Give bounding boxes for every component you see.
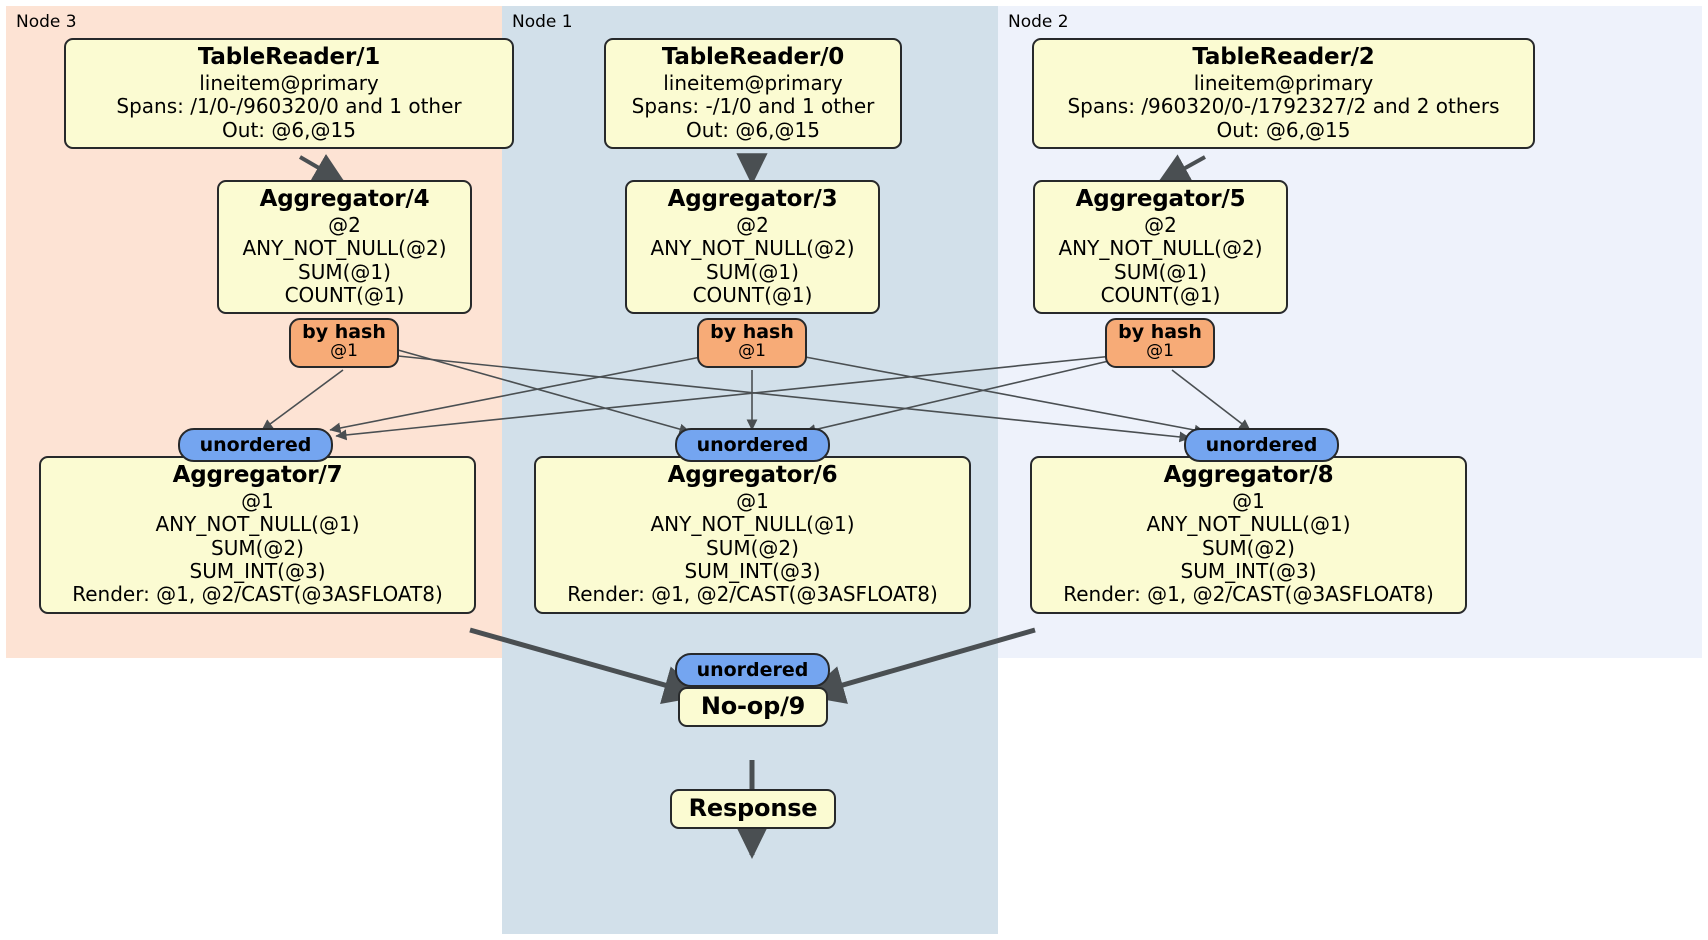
table-reader-0-title: TableReader/0 <box>661 44 845 70</box>
no-op-9-box[interactable]: No-op/9 <box>678 687 828 728</box>
aggregator-7-agg-2: SUM_INT(@3) <box>189 559 326 584</box>
hash-router-badge-node3[interactable]: by hash @1 <box>289 318 399 368</box>
unordered-badge-node3[interactable]: unordered <box>178 428 333 462</box>
aggregator-7-render: Render: @1, @2/CAST(@3ASFLOAT8) <box>72 582 443 607</box>
aggregator-6-box[interactable]: Aggregator/6 @1 ANY_NOT_NULL(@1) SUM(@2)… <box>534 456 971 614</box>
response-box[interactable]: Response <box>670 789 836 830</box>
aggregator-3-group: @2 <box>736 212 769 237</box>
aggregator-5-agg-0: ANY_NOT_NULL(@2) <box>1058 236 1263 261</box>
table-reader-0-out: Out: @6,@15 <box>686 117 820 142</box>
unordered-badge-node1[interactable]: unordered <box>675 428 830 462</box>
aggregator-7-agg-0: ANY_NOT_NULL(@1) <box>155 512 360 537</box>
aggregator-6-agg-0: ANY_NOT_NULL(@1) <box>650 512 855 537</box>
table-reader-0-table: lineitem@primary <box>663 70 843 95</box>
unordered-badge-final[interactable]: unordered <box>675 653 830 687</box>
table-reader-1-table: lineitem@primary <box>199 70 379 95</box>
aggregator-3-box[interactable]: Aggregator/3 @2 ANY_NOT_NULL(@2) SUM(@1)… <box>625 180 880 315</box>
table-reader-1-out: Out: @6,@15 <box>222 117 356 142</box>
aggregator-4-agg-1: SUM(@1) <box>298 259 391 284</box>
no-op-9-title: No-op/9 <box>700 692 806 720</box>
table-reader-0-spans: Spans: -/1/0 and 1 other <box>631 94 875 119</box>
aggregator-3-agg-2: COUNT(@1) <box>692 283 813 308</box>
table-reader-0-box[interactable]: TableReader/0 lineitem@primary Spans: -/… <box>604 38 902 150</box>
aggregator-6-agg-2: SUM_INT(@3) <box>684 559 821 584</box>
hash-router-column-node3: @1 <box>330 340 358 361</box>
response-title: Response <box>688 794 818 822</box>
aggregator-3-agg-0: ANY_NOT_NULL(@2) <box>650 236 855 261</box>
node-panel-2-label: Node 2 <box>1008 12 1069 32</box>
hash-router-badge-node1[interactable]: by hash @1 <box>697 318 807 368</box>
table-reader-2-box[interactable]: TableReader/2 lineitem@primary Spans: /9… <box>1032 38 1535 150</box>
node-panel-3-label: Node 3 <box>16 12 77 32</box>
aggregator-8-agg-2: SUM_INT(@3) <box>1180 559 1317 584</box>
unordered-badge-node2[interactable]: unordered <box>1184 428 1339 462</box>
aggregator-8-render: Render: @1, @2/CAST(@3ASFLOAT8) <box>1063 582 1434 607</box>
aggregator-6-group: @1 <box>736 488 769 513</box>
table-reader-2-out: Out: @6,@15 <box>1216 117 1351 142</box>
table-reader-1-spans: Spans: /1/0-/960320/0 and 1 other <box>116 94 462 119</box>
aggregator-3-agg-1: SUM(@1) <box>706 259 799 284</box>
hash-router-kind-node2: by hash <box>1118 321 1202 343</box>
aggregator-8-agg-0: ANY_NOT_NULL(@1) <box>1146 512 1351 537</box>
node-panel-1-label: Node 1 <box>512 12 573 32</box>
hash-router-badge-node2[interactable]: by hash @1 <box>1105 318 1215 368</box>
aggregator-6-agg-1: SUM(@2) <box>706 535 799 560</box>
aggregator-4-title: Aggregator/4 <box>259 186 430 212</box>
aggregator-7-group: @1 <box>241 488 274 513</box>
hash-router-column-node2: @1 <box>1146 340 1174 361</box>
aggregator-6-render: Render: @1, @2/CAST(@3ASFLOAT8) <box>567 582 938 607</box>
aggregator-3-title: Aggregator/3 <box>667 186 838 212</box>
aggregator-8-title: Aggregator/8 <box>1163 462 1334 488</box>
table-reader-2-title: TableReader/2 <box>1192 44 1375 70</box>
aggregator-5-box[interactable]: Aggregator/5 @2 ANY_NOT_NULL(@2) SUM(@1)… <box>1033 180 1288 315</box>
aggregator-7-agg-1: SUM(@2) <box>211 535 304 560</box>
aggregator-4-agg-0: ANY_NOT_NULL(@2) <box>242 236 447 261</box>
hash-router-column-node1: @1 <box>738 340 766 361</box>
aggregator-4-box[interactable]: Aggregator/4 @2 ANY_NOT_NULL(@2) SUM(@1)… <box>217 180 472 315</box>
table-reader-2-spans: Spans: /960320/0-/1792327/2 and 2 others <box>1067 94 1500 119</box>
aggregator-8-box[interactable]: Aggregator/8 @1 ANY_NOT_NULL(@1) SUM(@2)… <box>1030 456 1467 614</box>
aggregator-5-agg-1: SUM(@1) <box>1114 259 1207 284</box>
hash-router-kind-node3: by hash <box>302 321 386 343</box>
table-reader-2-table: lineitem@primary <box>1193 70 1374 95</box>
aggregator-5-title: Aggregator/5 <box>1075 186 1246 212</box>
aggregator-4-agg-2: COUNT(@1) <box>284 283 405 308</box>
aggregator-8-group: @1 <box>1232 488 1265 513</box>
aggregator-8-agg-1: SUM(@2) <box>1202 535 1295 560</box>
table-reader-1-box[interactable]: TableReader/1 lineitem@primary Spans: /1… <box>64 38 514 150</box>
aggregator-5-group: @2 <box>1144 212 1177 237</box>
hash-router-kind-node1: by hash <box>710 321 794 343</box>
aggregator-4-group: @2 <box>328 212 361 237</box>
aggregator-5-agg-2: COUNT(@1) <box>1100 283 1221 308</box>
aggregator-6-title: Aggregator/6 <box>667 462 838 488</box>
table-reader-1-title: TableReader/1 <box>197 44 381 70</box>
aggregator-7-title: Aggregator/7 <box>172 462 343 488</box>
aggregator-7-box[interactable]: Aggregator/7 @1 ANY_NOT_NULL(@1) SUM(@2)… <box>39 456 476 614</box>
